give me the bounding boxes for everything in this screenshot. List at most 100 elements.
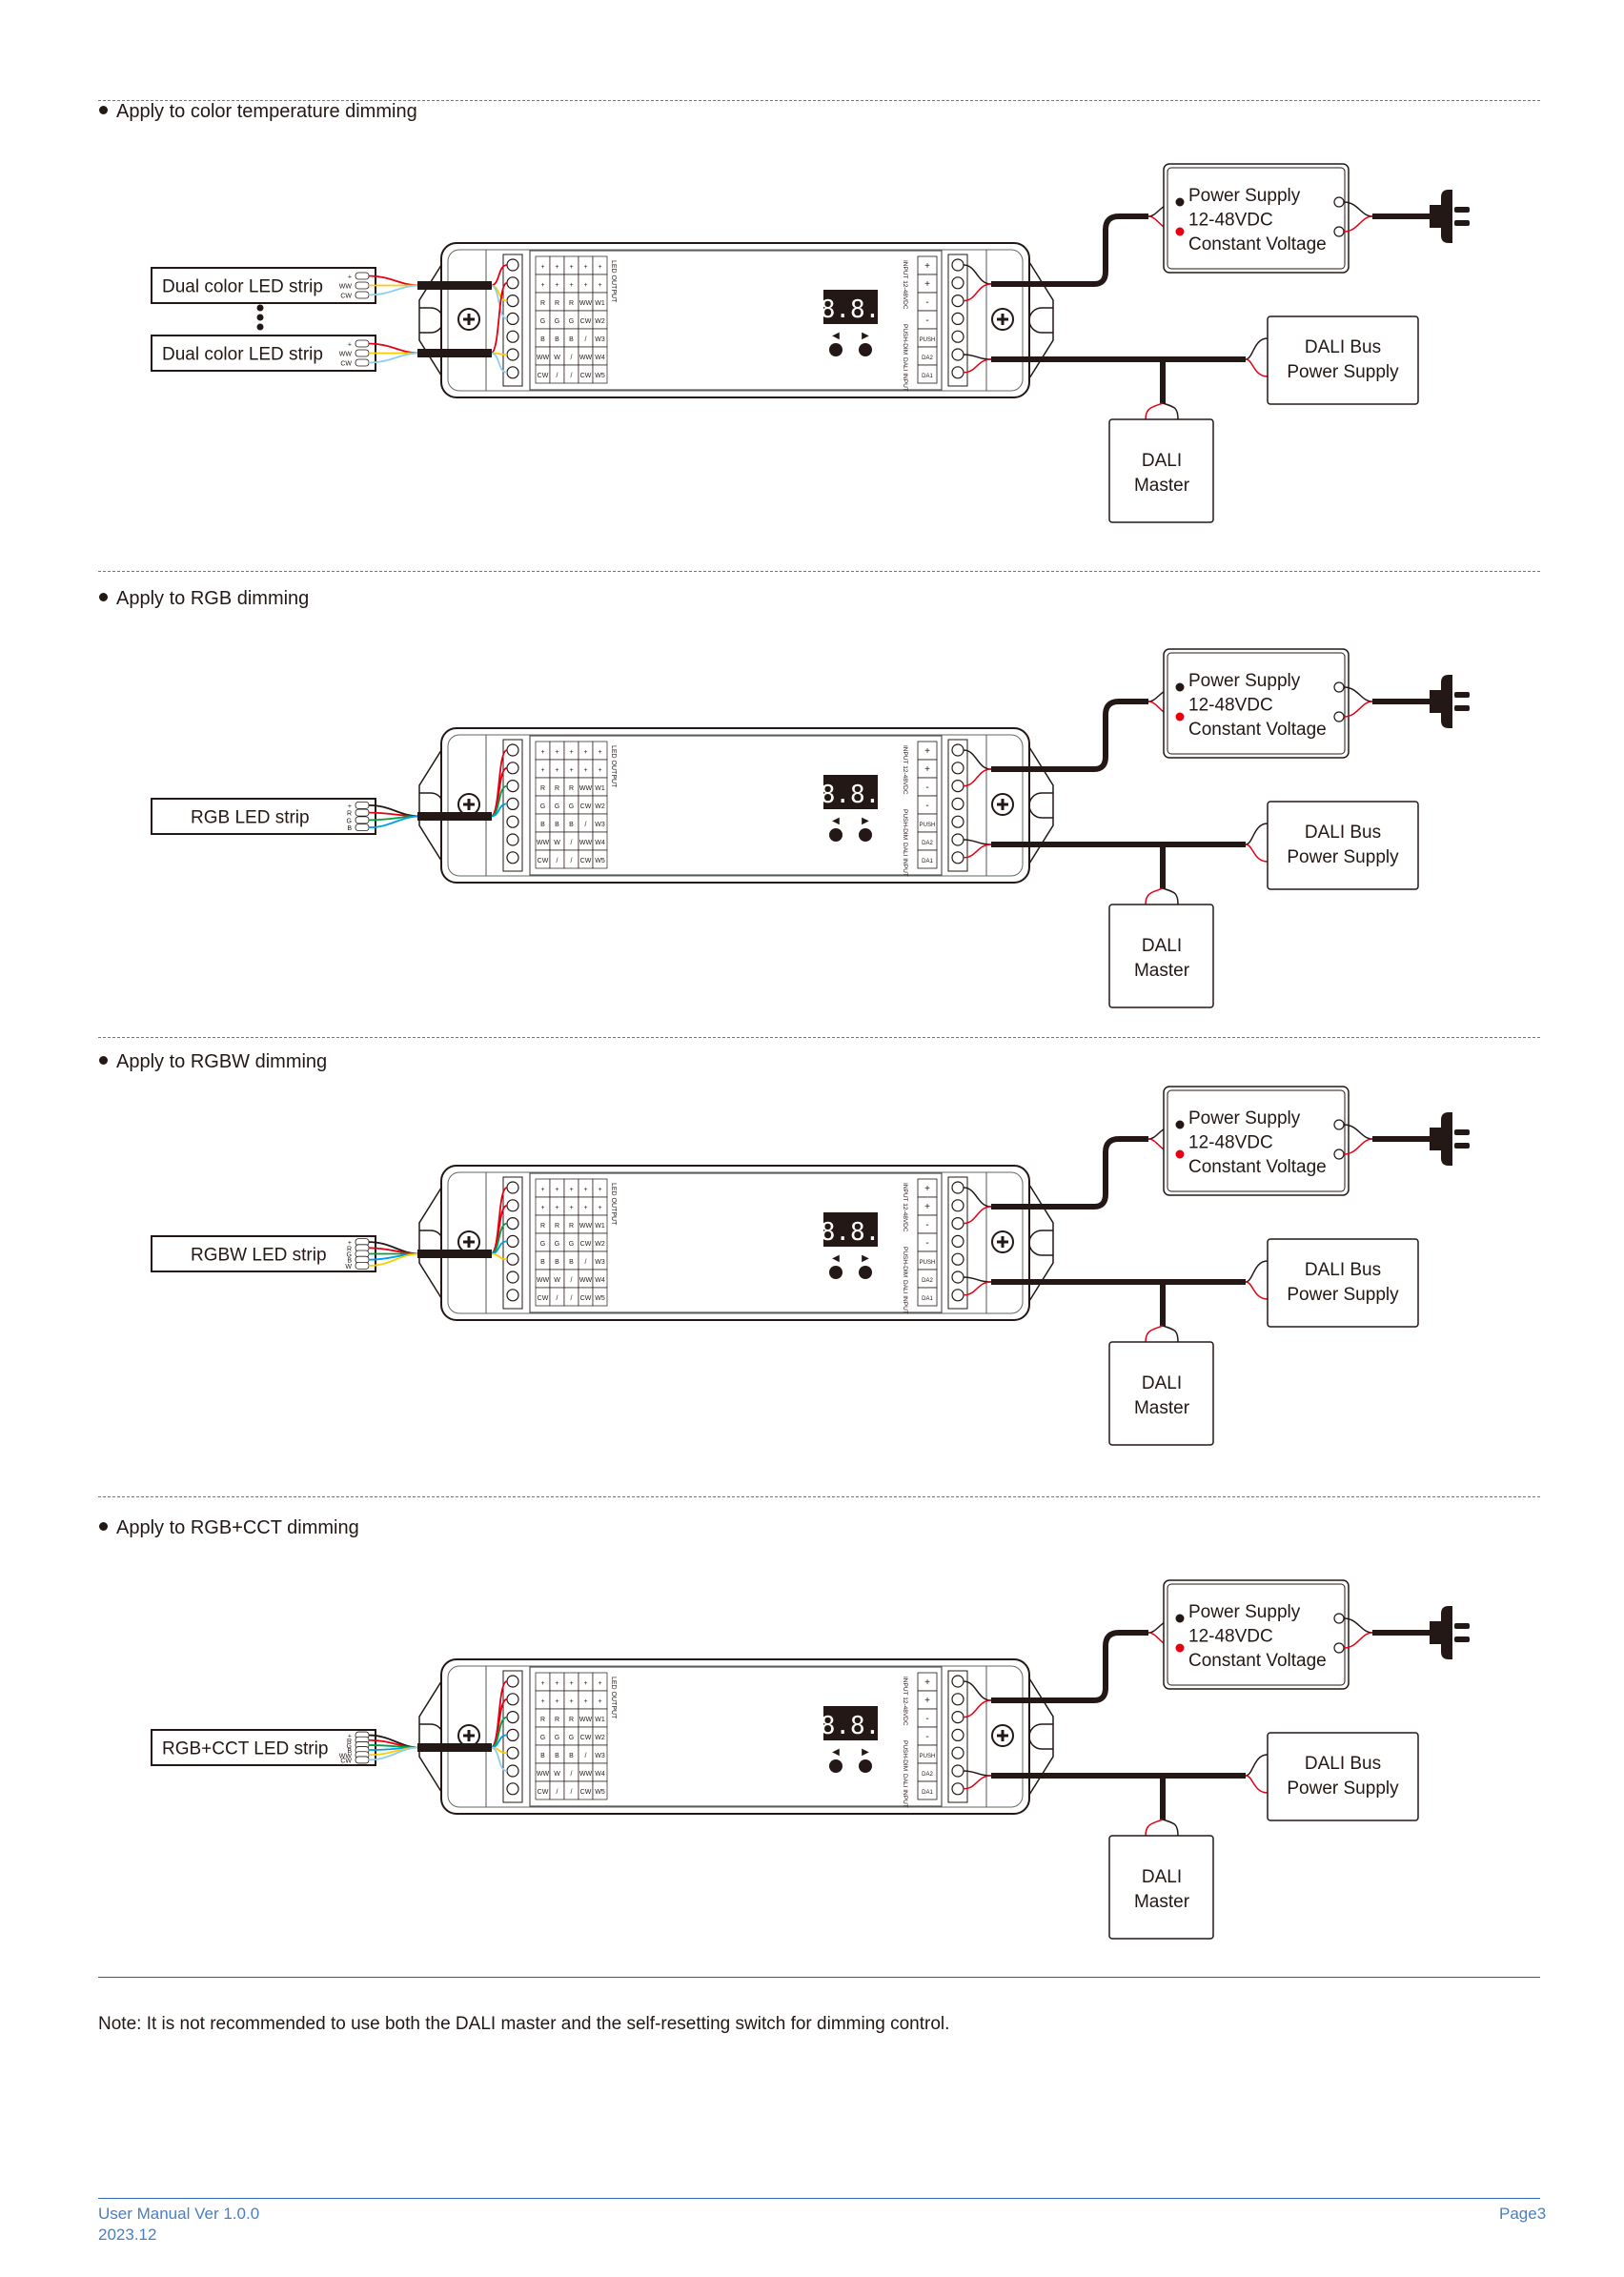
dali-master-text: DALI [1142, 1373, 1182, 1393]
terminal-screw [951, 851, 964, 864]
table-cell-text: + [569, 1680, 573, 1687]
terminal-screw [506, 762, 519, 775]
screw-cross-icon [997, 1236, 1008, 1248]
wire-red [1343, 1138, 1373, 1155]
table-cell-text: R [555, 1717, 559, 1723]
arrow-right-icon: ▶ [862, 816, 869, 826]
controller-panel [529, 250, 943, 391]
table-cell-text: / [557, 858, 558, 864]
terminal-screw [506, 1217, 519, 1230]
controller-wire [490, 803, 508, 818]
terminal-screw [951, 1271, 964, 1284]
led-output-label: LED OUTPUT [610, 745, 617, 788]
table-cell-text: W5 [595, 1789, 605, 1796]
arrow-left-icon: ◀ [832, 1747, 840, 1758]
input-terminal-text: + [924, 1696, 930, 1706]
table-cell-text: CW [580, 318, 592, 325]
controller-label: DALI INPUT [902, 1280, 908, 1314]
terminal-positive [1175, 1643, 1185, 1653]
button-right[interactable] [859, 828, 872, 842]
terminal-screw [506, 1271, 519, 1284]
input-terminal-text: + [924, 764, 930, 775]
plug-prong-icon [1454, 220, 1470, 226]
table-cell-text: CW [580, 1789, 592, 1796]
table-cell-text: W5 [595, 373, 605, 379]
terminal-screw [506, 1181, 519, 1194]
button-left[interactable] [829, 1266, 842, 1279]
input-terminal-cell [917, 364, 938, 384]
dali-bus-box [1267, 1732, 1419, 1821]
display-digits: 8.8. [821, 295, 881, 324]
power-supply-box [1163, 163, 1350, 274]
wire-black [963, 749, 992, 770]
plug-icon [1430, 190, 1452, 243]
controller-label: DALI INPUT [902, 843, 908, 877]
display-digits: 8.8. [821, 1712, 881, 1740]
table-cell-text: WW [579, 1717, 593, 1723]
table-cell-text: W3 [595, 336, 605, 343]
table-cell-text: + [598, 1680, 601, 1687]
table-cell-text: + [540, 282, 544, 289]
input-terminal-text: - [925, 315, 928, 326]
screw-cross-icon [463, 799, 475, 810]
terminal-screw [506, 1675, 519, 1688]
table-cell-text: R [540, 300, 545, 307]
wire-black [1162, 1325, 1179, 1343]
note-text: Note: It is not recommended to use both … [98, 2014, 950, 2034]
table-cell-text: + [598, 749, 601, 756]
power-supply-box [1163, 648, 1350, 759]
table-cell-text: G [555, 318, 559, 325]
controller-body-inner [447, 249, 1024, 392]
plug-prong-icon [1454, 1623, 1470, 1629]
terminal-positive [1175, 1149, 1185, 1159]
input-terminal-text: PUSH [920, 1754, 936, 1759]
pin-label: + [348, 342, 352, 349]
button-left[interactable] [829, 828, 842, 842]
controller-label: PUSH-DIM [902, 324, 908, 355]
wire-red [1245, 844, 1269, 863]
section-divider [98, 100, 1540, 101]
footer-divider [98, 2198, 1540, 2199]
table-cell-text: / [571, 1789, 573, 1796]
led-display [823, 290, 878, 324]
wire-red [963, 1775, 992, 1790]
button-right[interactable] [859, 1266, 872, 1279]
heading-text: Apply to color temperature dimming [116, 101, 417, 122]
power-supply-text: Constant Voltage [1188, 720, 1327, 740]
pin-label: W [345, 1264, 352, 1271]
plug-prong-icon [1454, 1143, 1470, 1149]
table-cell-text: + [569, 767, 573, 774]
button-left[interactable] [829, 343, 842, 356]
power-supply-inner [1167, 1583, 1346, 1686]
terminal-screw [951, 833, 964, 846]
table-cell-text: W4 [595, 1277, 605, 1284]
table-cell-text: WW [579, 300, 593, 307]
input-terminal-text: - [925, 801, 928, 811]
led-strip-box [151, 798, 376, 835]
wire-red [1343, 215, 1373, 233]
table-cell-text: WW [579, 785, 593, 792]
table-cell-text: B [569, 822, 574, 828]
button-right[interactable] [859, 1759, 872, 1773]
terminal-screw [506, 1728, 519, 1741]
section-divider [98, 571, 1540, 572]
button-left[interactable] [829, 1759, 842, 1773]
dali-bus-text: DALI Bus [1305, 337, 1381, 357]
table-cell-text: CW [580, 373, 592, 379]
terminal-screw [951, 762, 964, 775]
table-cell-text: W [554, 1771, 560, 1778]
table-cell-text: W1 [595, 300, 605, 307]
terminal-screw [506, 743, 519, 757]
wire-black [1162, 402, 1179, 420]
terminal-screw [951, 780, 964, 793]
arrow-left-icon: ◀ [832, 816, 840, 826]
dali-bus-text: Power Supply [1287, 847, 1399, 867]
led-display [823, 775, 878, 809]
screw-cross-icon [463, 314, 475, 325]
screw-cross-icon [997, 314, 1008, 325]
button-right[interactable] [859, 343, 872, 356]
